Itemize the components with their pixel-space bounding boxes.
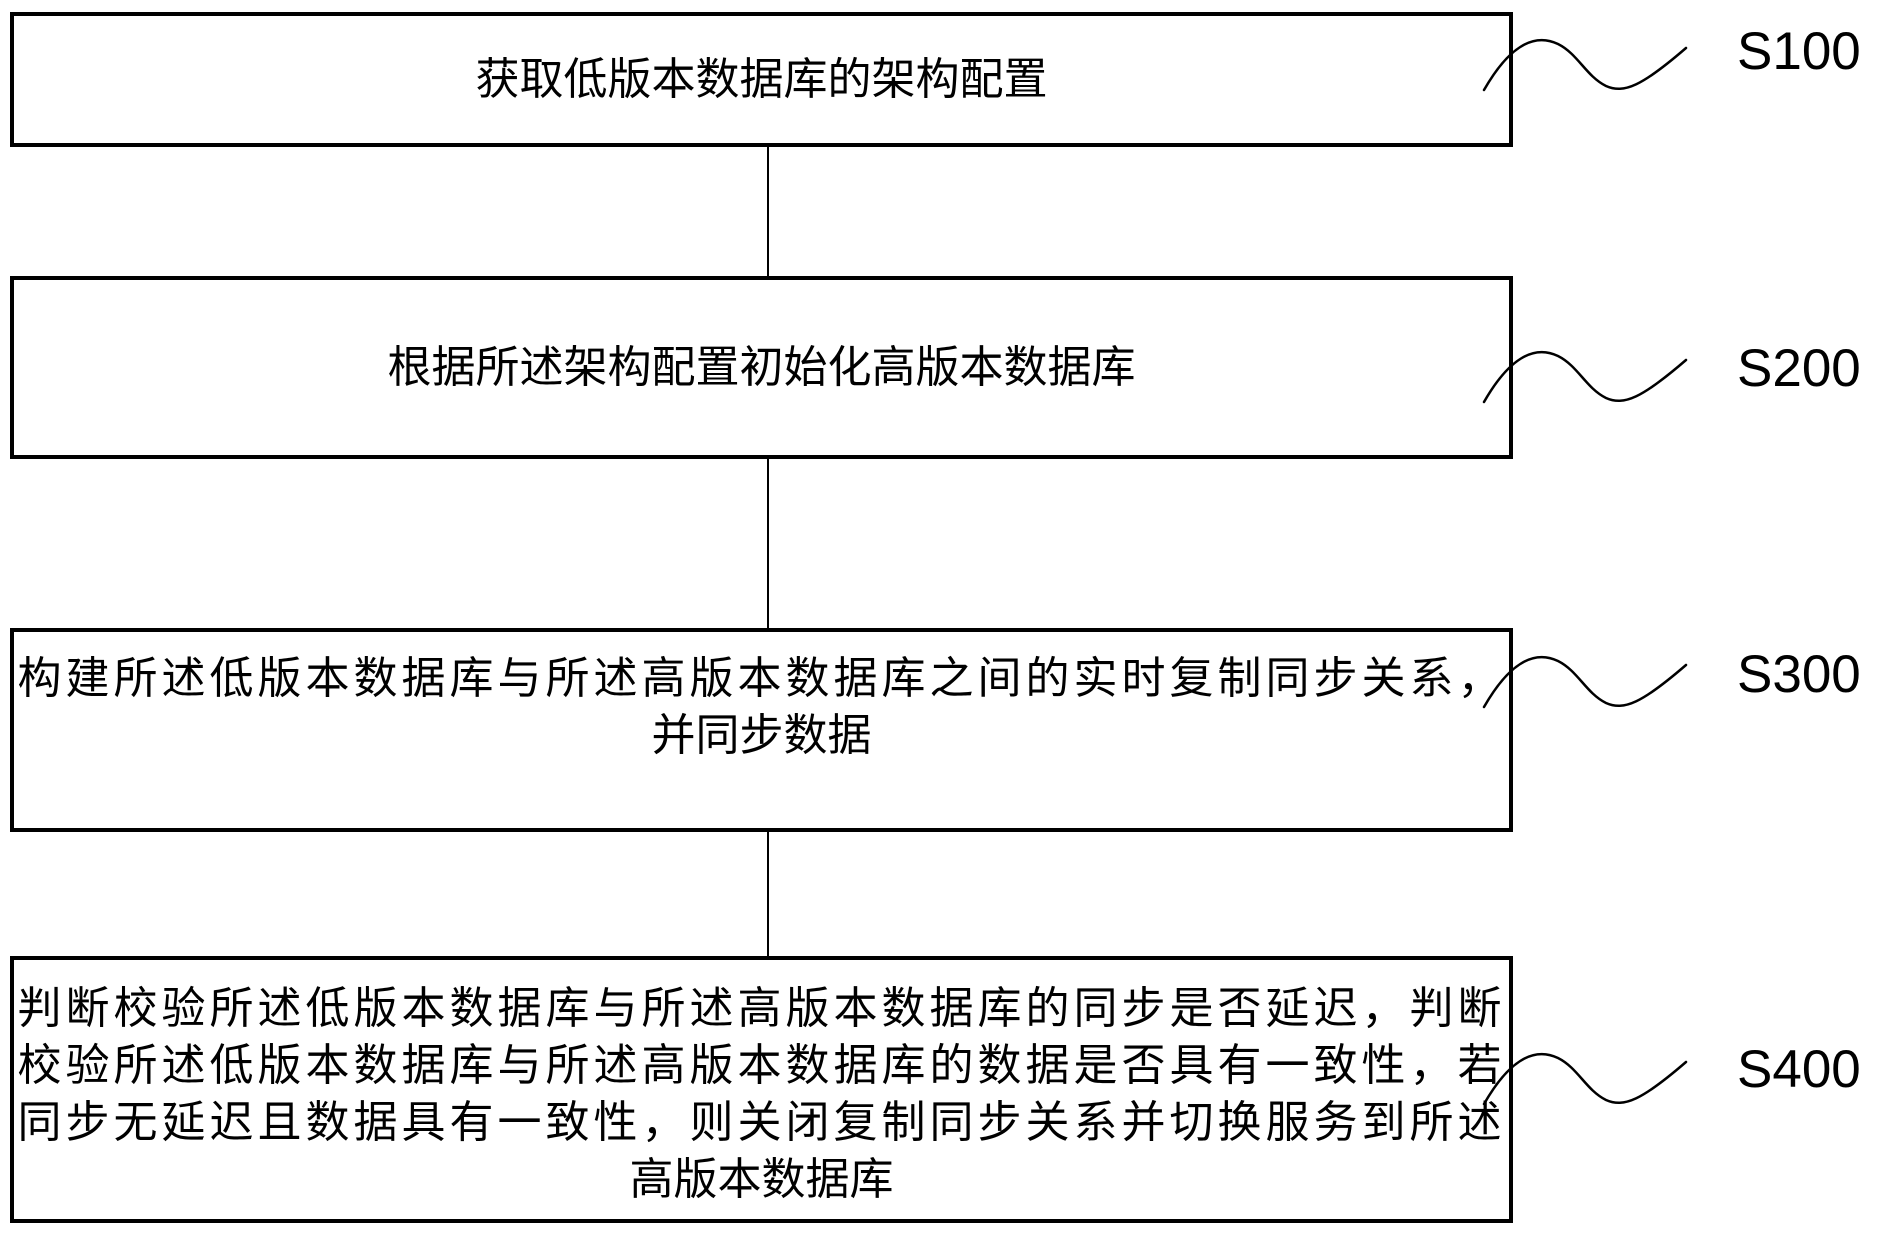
connector-s100-s200 bbox=[767, 147, 769, 276]
connector-s300-s400 bbox=[767, 832, 769, 956]
step-s200-text: 根据所述架构配置初始化高版本数据库 bbox=[387, 343, 1136, 392]
step-s100-text: 获取低版本数据库的架构配置 bbox=[475, 55, 1048, 104]
step-label-s400: S400 bbox=[1737, 1040, 1861, 1099]
step-box-s100: 获取低版本数据库的架构配置 bbox=[10, 12, 1513, 147]
step-label-s300: S300 bbox=[1737, 645, 1861, 704]
step-s300-text-line-1: 构建所述低版本数据库与所述高版本数据库之间的实时复制同步关系， bbox=[17, 654, 1506, 703]
step-box-s200: 根据所述架构配置初始化高版本数据库 bbox=[10, 276, 1513, 459]
step-box-s400: 判断校验所述低版本数据库与所述高版本数据库的同步是否延迟，判断 校验所述低版本数… bbox=[10, 956, 1513, 1223]
step-s400-text-line-4: 高版本数据库 bbox=[629, 1155, 894, 1204]
step-s400-text-line-1: 判断校验所述低版本数据库与所述高版本数据库的同步是否延迟，判断 bbox=[17, 984, 1506, 1033]
squiggle-leader-s300-icon bbox=[1482, 655, 1688, 709]
connector-s200-s300 bbox=[767, 459, 769, 628]
squiggle-leader-s400-icon bbox=[1482, 1052, 1688, 1106]
step-label-s200: S200 bbox=[1737, 339, 1861, 398]
squiggle-leader-s200-icon bbox=[1482, 350, 1688, 404]
squiggle-leader-s100-icon bbox=[1482, 38, 1688, 92]
step-s400-text-line-2: 校验所述低版本数据库与所述高版本数据库的数据是否具有一致性，若 bbox=[17, 1041, 1506, 1090]
step-label-s100: S100 bbox=[1737, 22, 1861, 81]
step-s400-text-line-3: 同步无延迟且数据具有一致性，则关闭复制同步关系并切换服务到所述 bbox=[17, 1098, 1506, 1147]
step-box-s300: 构建所述低版本数据库与所述高版本数据库之间的实时复制同步关系， 并同步数据 bbox=[10, 628, 1513, 832]
step-s300-text-line-2: 并同步数据 bbox=[651, 711, 872, 760]
